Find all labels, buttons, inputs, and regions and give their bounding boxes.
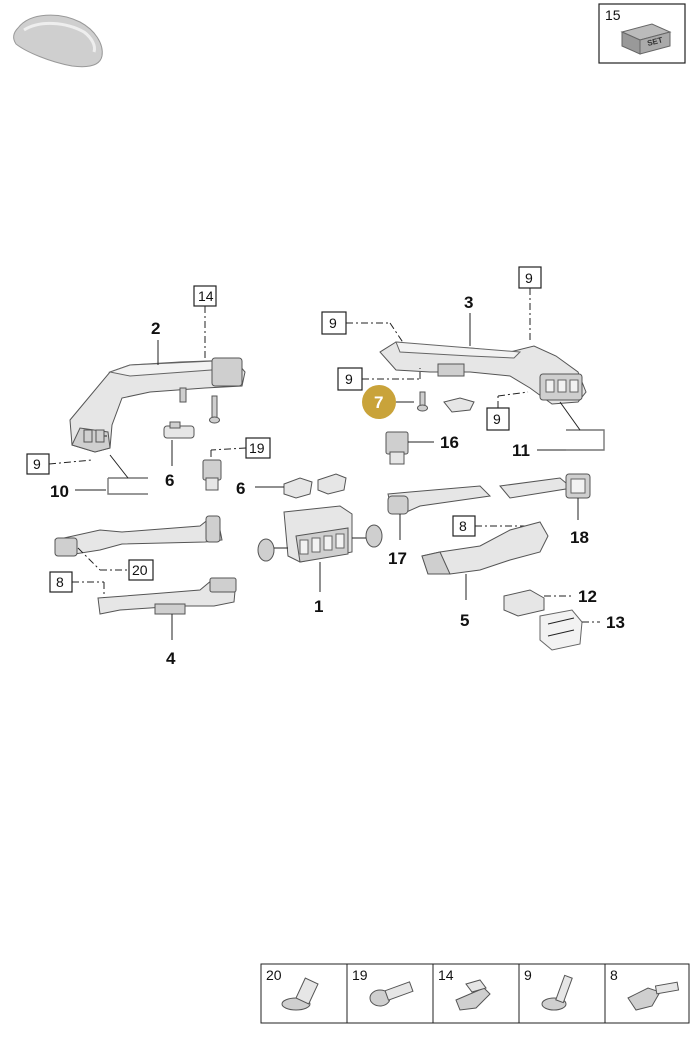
fastener-legend: 20 19 14 9 8 (260, 963, 690, 1024)
part-6-clip-left[interactable] (163, 421, 195, 439)
box-20-label: 20 (132, 562, 148, 578)
set-label: SET (646, 35, 663, 48)
leader-20 (77, 547, 101, 571)
part-17-duct[interactable] (387, 477, 574, 515)
leader-9-right-b (497, 391, 529, 397)
part-18-vent[interactable] (565, 473, 591, 499)
box-9-top[interactable]: 9 (518, 266, 542, 289)
callout-10: 10 (50, 482, 69, 501)
part-5-duct[interactable] (421, 521, 549, 575)
legend-label-14: 14 (438, 967, 454, 983)
part-12-module[interactable] (503, 589, 545, 617)
callout-12: 12 (578, 587, 597, 606)
leader-9-left (48, 459, 93, 465)
box-9-mid[interactable]: 9 (337, 367, 363, 391)
box-19-label: 19 (249, 440, 265, 456)
callout-6a: 6 (165, 471, 174, 490)
legend-label-19: 19 (352, 967, 368, 983)
clip-icon-14 (455, 979, 491, 1011)
box-9-top-label: 9 (525, 270, 533, 286)
push-rivet-icon (281, 977, 319, 1011)
callout-4: 4 (166, 649, 176, 668)
callout-7: 7 (374, 393, 383, 412)
leader-19 (210, 447, 247, 451)
callout-11: 11 (512, 441, 530, 460)
box-14-label: 14 (198, 288, 214, 304)
vehicle-silhouette (13, 14, 103, 68)
box-8-left[interactable]: 8 (49, 571, 73, 593)
legend-label-9: 9 (524, 967, 532, 983)
callout-13: 13 (606, 613, 625, 632)
part-2-duct[interactable] (69, 357, 246, 453)
part-15-set-box[interactable]: 15 SET (598, 3, 686, 64)
box-20[interactable]: 20 (128, 559, 154, 581)
part-4-duct[interactable] (97, 577, 237, 615)
callout-18: 18 (570, 528, 589, 547)
callout-6b: 6 (236, 479, 245, 498)
part-15-label: 15 (605, 7, 621, 23)
part-10-seal[interactable] (107, 477, 148, 495)
part-1-center-unit[interactable] (257, 505, 383, 563)
vent-connector-left (202, 459, 222, 491)
part-16-vent[interactable] (385, 431, 409, 465)
bolt-icon-9 (541, 974, 573, 1011)
part-13-bracket[interactable] (539, 609, 583, 651)
part-11-seal[interactable] (566, 429, 605, 451)
screw-icon-19 (369, 981, 414, 1007)
box-8-right[interactable]: 8 (452, 515, 476, 537)
part-7-screw (417, 391, 475, 413)
callout-16: 16 (440, 433, 459, 452)
callout-3: 3 (464, 293, 473, 312)
box-8-left-label: 8 (56, 574, 64, 590)
box-19[interactable]: 19 (245, 437, 271, 459)
leader-11-up (559, 401, 581, 431)
callout-2: 2 (151, 319, 160, 338)
callout-1: 1 (314, 597, 323, 616)
box-9-part3-left-label: 9 (329, 315, 337, 331)
box-9-right-label: 9 (493, 411, 501, 427)
part-7-highlight[interactable]: 7 (362, 385, 396, 419)
set-block-icon: SET (620, 23, 672, 55)
part-3-duct[interactable] (379, 341, 587, 405)
legend-label-8: 8 (610, 967, 618, 983)
box-8-right-label: 8 (459, 518, 467, 534)
screw-clip-icon-8 (627, 981, 680, 1011)
leader-10-up (109, 454, 129, 479)
box-9-left-label: 9 (33, 456, 41, 472)
callout-5: 5 (460, 611, 469, 630)
box-14[interactable]: 14 (193, 285, 217, 307)
part-6-clip-center[interactable] (283, 473, 347, 499)
legend-label-20: 20 (266, 967, 282, 983)
callout-17: 17 (388, 549, 407, 568)
box-9-right[interactable]: 9 (486, 407, 510, 431)
box-9-part3-left[interactable]: 9 (321, 311, 347, 335)
box-9-mid-label: 9 (345, 371, 353, 387)
screw-2a (179, 387, 220, 424)
box-9-left[interactable]: 9 (26, 453, 50, 475)
leader-9-part3-left-b (389, 322, 405, 345)
part-20-duct[interactable] (54, 515, 223, 557)
